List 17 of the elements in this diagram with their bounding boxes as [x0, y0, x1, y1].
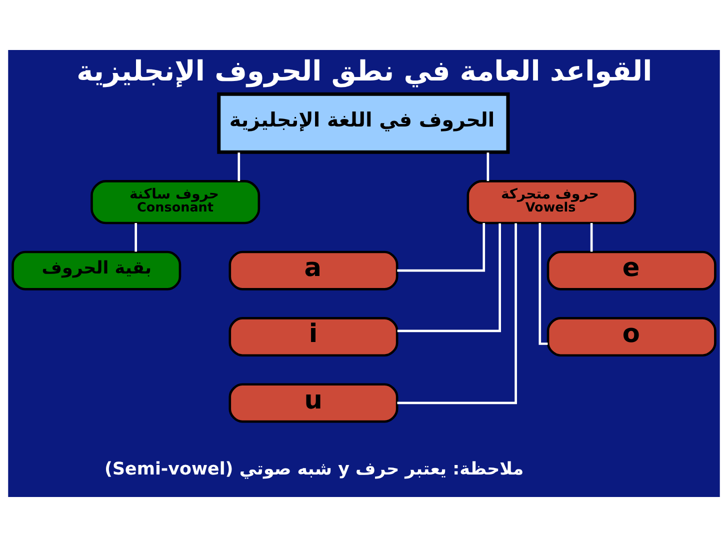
label: ملاحظة: يعتبر حرف y شبه صوتي (Semi-vowel)	[104, 458, 524, 479]
connector	[486, 152, 490, 181]
node-box: بقية الحروف	[12, 250, 182, 290]
connector	[590, 222, 593, 252]
node-box: u	[228, 382, 398, 422]
connector	[397, 222, 517, 404]
connector	[397, 222, 501, 332]
connector	[538, 222, 548, 344]
diagram-title: القواعد العامة في نطق الحروف الإنجليزية	[76, 54, 652, 87]
node-box: o	[546, 316, 716, 356]
node-box: i	[228, 316, 398, 356]
connector	[238, 152, 240, 181]
node-box: الحروف في اللغة الإنجليزية	[217, 92, 510, 154]
node-box: e	[546, 250, 716, 290]
node-box: a	[228, 250, 398, 290]
connector	[397, 222, 486, 272]
connector	[134, 222, 138, 252]
